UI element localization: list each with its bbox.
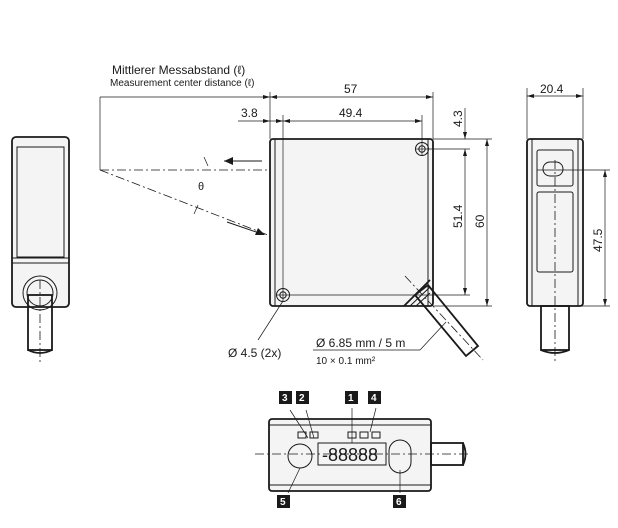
hole-label: Ø 4.5 (2x): [228, 346, 281, 360]
svg-text:6: 6: [396, 497, 402, 508]
bottom-top-view: -88888: [255, 407, 470, 494]
left-housing: [11, 136, 70, 308]
theta-label: θ: [198, 181, 204, 193]
callout-1: 1: [345, 391, 358, 404]
led-4b: [359, 431, 369, 439]
distance-label-de: Mittlerer Messabstand (ℓ): [112, 63, 245, 77]
right-rear-view: 47.5 20.4: [526, 82, 610, 362]
left-front-view: [11, 136, 70, 362]
dim-height: 60: [473, 214, 487, 228]
main-side-view: [269, 138, 484, 361]
dim-side-height: 47.5: [591, 228, 605, 252]
cable-label-2: 10 × 0.1 mm²: [316, 356, 376, 367]
main-cable: [413, 283, 480, 358]
svg-text:5: 5: [280, 497, 286, 508]
callout-5: 5: [277, 495, 290, 508]
arrow-right: [255, 228, 265, 235]
receive-axis: [99, 169, 269, 236]
main-dimensions: 57 49.4 3.8 4.3 51.4 60: [100, 82, 492, 307]
dim-offset: 3.8: [241, 106, 258, 120]
svg-text:1: 1: [348, 393, 354, 404]
main-housing: [269, 138, 434, 307]
distance-label-en: Measurement center distance (ℓ): [110, 78, 254, 89]
svg-text:2: 2: [299, 393, 305, 404]
dim-width: 57: [344, 82, 358, 96]
callout-2: 2: [296, 391, 309, 404]
dim-hole-span: 51.4: [451, 204, 465, 228]
display-digits: -88888: [322, 445, 378, 465]
callout-6: 6: [393, 495, 406, 508]
svg-text:4: 4: [371, 393, 377, 404]
left-window: [16, 146, 65, 258]
svg-text:3: 3: [282, 393, 288, 404]
arrow-left: [224, 157, 233, 165]
beam-annotation: θ: [99, 97, 269, 236]
dim-depth: 20.4: [540, 82, 564, 96]
callout-3: 3: [279, 391, 292, 404]
callout-4: 4: [368, 391, 381, 404]
cable-label-1: Ø 6.85 mm / 5 m: [316, 336, 405, 350]
dim-top-offset: 4.3: [451, 110, 465, 127]
dim-inner-width: 49.4: [339, 106, 363, 120]
led-4c: [371, 431, 381, 439]
right-window: [536, 191, 574, 273]
